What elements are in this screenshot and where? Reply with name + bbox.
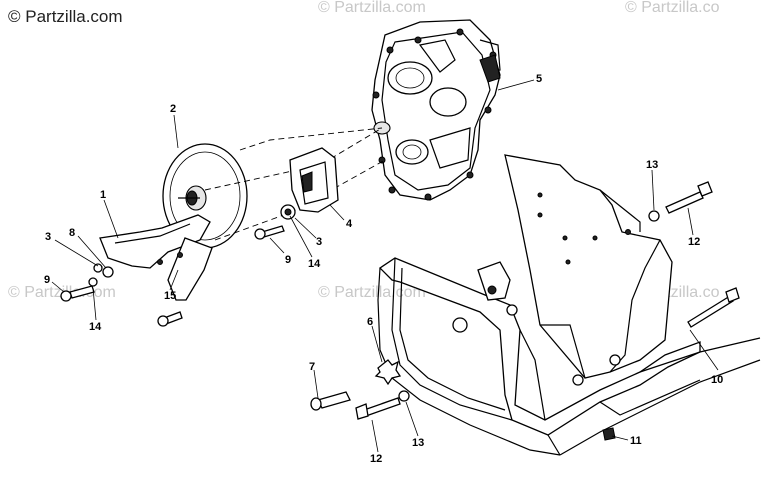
callout-3-center: 3	[316, 236, 322, 248]
callout-10: 10	[711, 374, 723, 386]
callout-13-lower: 13	[412, 437, 424, 449]
callout-7: 7	[309, 361, 315, 373]
callout-12-right: 12	[688, 236, 700, 248]
callout-14-left: 14	[89, 321, 102, 333]
callout-14-center: 14	[308, 258, 321, 270]
callout-11: 11	[630, 435, 642, 447]
callout-9-center: 9	[285, 254, 291, 266]
callout-1: 1	[100, 189, 106, 201]
watermark-mid-center: © Partzilla.com	[318, 284, 426, 301]
watermark-main: © Partzilla.com	[8, 7, 123, 26]
callout-12-lower: 12	[370, 453, 382, 465]
support-bracket	[99, 214, 213, 301]
callout-13-right: 13	[646, 159, 658, 171]
callout-6: 6	[367, 316, 373, 328]
callout-3-left: 3	[45, 231, 51, 243]
leader-lines	[51, 79, 719, 453]
watermark-top-right: © Partzilla.co	[625, 0, 720, 16]
hardware	[60, 181, 740, 441]
watermark-top-center: © Partzilla.com	[318, 0, 426, 16]
callout-4: 4	[346, 218, 353, 230]
bearing-bracket	[289, 147, 339, 213]
callout-5: 5	[536, 73, 542, 85]
chaincase-housing	[371, 19, 501, 201]
callout-9-left: 9	[44, 274, 50, 286]
callout-labels: 1 2 3 3 4 5 6 7 8 9 9 10 11 12 12 13 13 …	[44, 73, 723, 465]
frame-chassis	[377, 154, 761, 456]
callout-8: 8	[69, 227, 75, 239]
callout-2: 2	[170, 103, 176, 115]
callout-15: 15	[164, 290, 176, 302]
